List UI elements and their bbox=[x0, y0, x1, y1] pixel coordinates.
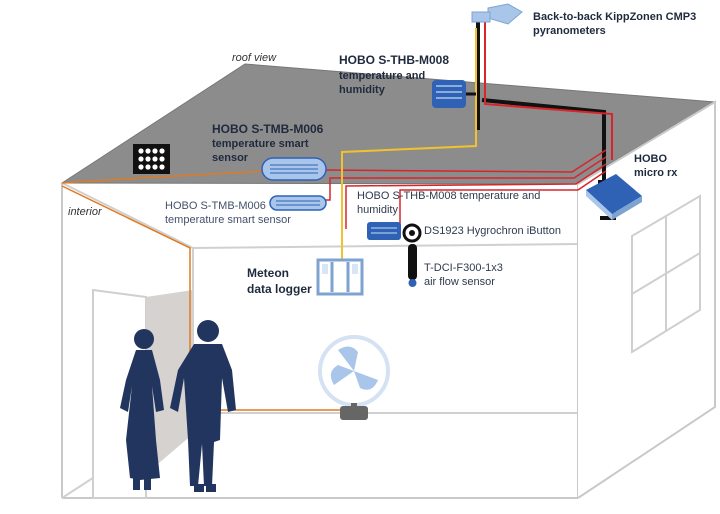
ibutton-label: DS1923 Hygrochron iButton bbox=[424, 225, 561, 237]
fan-icon bbox=[318, 335, 390, 420]
tmb-roof-label-line1: HOBO S-TMB-M006 bbox=[212, 122, 324, 136]
door-panel bbox=[146, 290, 193, 474]
tmb-roof-label-line3: sensor bbox=[212, 152, 249, 164]
thb-roof-label-line3: humidity bbox=[339, 84, 385, 96]
cable-red-3 bbox=[345, 163, 607, 229]
thb-interior-label-line1: HOBO S-THB-M008 temperature and bbox=[357, 190, 541, 202]
meteon-label-line2: data logger bbox=[247, 282, 312, 296]
person-man-icon bbox=[170, 320, 236, 492]
airflow-sensor-icon bbox=[408, 244, 417, 287]
cable-red-2 bbox=[325, 156, 607, 201]
thb-roof-sensor-icon bbox=[432, 80, 476, 108]
pyranometers-label-line1: Back-to-back KippZonen CMP3 bbox=[533, 11, 697, 23]
side-window bbox=[631, 194, 701, 354]
pyranometer-icon bbox=[471, 3, 523, 25]
tmb-interior-label-line1: HOBO S-TMB-M006 bbox=[165, 200, 266, 212]
cable-red-4 bbox=[399, 170, 607, 232]
cable-yellow bbox=[341, 28, 477, 262]
thb-interior-sensor-icon bbox=[367, 222, 401, 240]
airflow-label-line2: air flow sensor bbox=[424, 276, 495, 288]
thb-roof-label-line1: HOBO S-THB-M008 bbox=[339, 53, 450, 67]
cable-orange-wall bbox=[61, 185, 356, 411]
hobo-rx-label-line2: micro rx bbox=[634, 167, 678, 179]
interior-ceiling-left bbox=[61, 182, 194, 249]
roof-view-label: roof view bbox=[232, 52, 277, 64]
thb-roof-label-line2: temperature and bbox=[339, 70, 426, 82]
hobo-rx-label-line1: HOBO bbox=[634, 153, 667, 165]
person-woman-icon bbox=[120, 329, 164, 490]
meteon-label-line1: Meteon bbox=[247, 266, 289, 280]
solar-panel-icon bbox=[133, 144, 170, 174]
cable-red-1 bbox=[324, 149, 607, 173]
interior-ceiling-back bbox=[192, 243, 579, 249]
cable-orange-roof bbox=[61, 167, 321, 184]
ibutton-icon bbox=[402, 223, 422, 243]
tmb-roof-sensor-icon bbox=[261, 157, 327, 181]
tmb-roof-label-line2: temperature smart bbox=[212, 138, 309, 150]
hobo-micro-rx-icon bbox=[586, 174, 642, 220]
airflow-label-line1: T-DCI-F300-1x3 bbox=[424, 262, 503, 274]
interior-label: interior bbox=[68, 206, 102, 218]
cable-red-roof bbox=[484, 12, 613, 160]
thb-interior-label-line2: humidity bbox=[357, 204, 398, 216]
tmb-interior-label-line2: temperature smart sensor bbox=[165, 214, 291, 226]
pyranometers-label-line2: pyranometers bbox=[533, 25, 606, 37]
tmb-interior-sensor-icon bbox=[269, 195, 327, 211]
meteon-logger-icon bbox=[316, 258, 364, 296]
